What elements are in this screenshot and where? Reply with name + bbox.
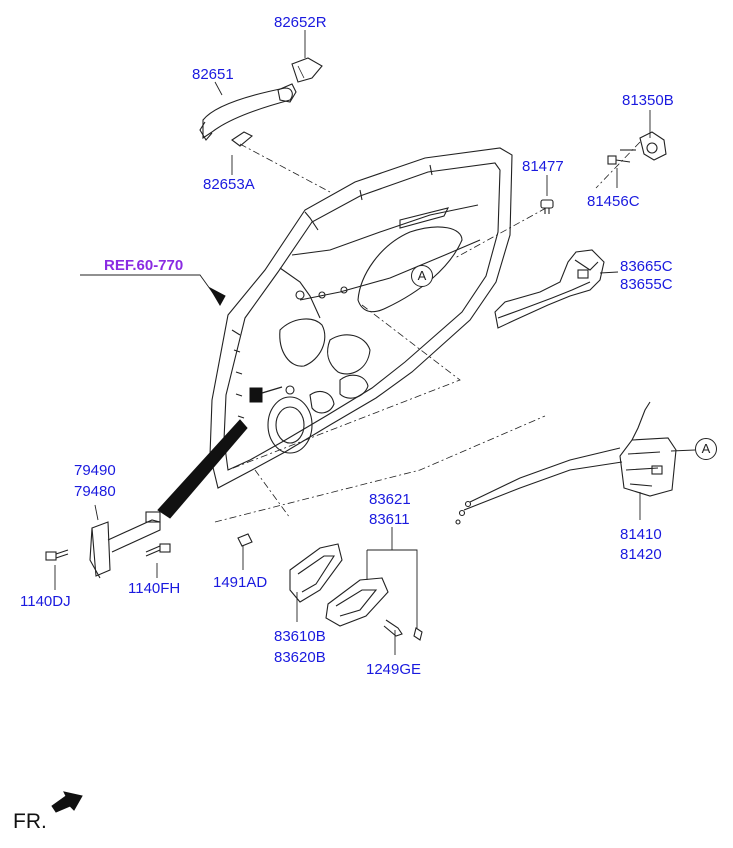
label-83655C[interactable]: 83655C [620,276,673,293]
door-panel [209,147,513,489]
part-81477 [540,199,554,214]
label-82652R[interactable]: 82652R [274,14,327,31]
label-1491AD[interactable]: 1491AD [213,574,268,591]
pad-82653A [231,131,253,147]
callout-a-door: A [411,265,433,287]
label-81456C[interactable]: 81456C [587,193,640,210]
label-82651[interactable]: 82651 [192,66,234,83]
label-81350B[interactable]: 81350B [622,92,674,109]
label-83610B[interactable]: 83610B [274,628,326,645]
bolt-1140DJ [45,549,69,561]
label-81420[interactable]: 81420 [620,546,662,563]
leader-lines [54,30,696,655]
label-82653A[interactable]: 82653A [203,176,255,193]
door-checker-79490 [89,511,161,579]
door-latch-81410 [455,401,677,525]
label-ref-60-770[interactable]: REF.60-770 [104,257,184,274]
handle-bezel-83621 [325,577,389,627]
label-79480[interactable]: 79480 [74,483,116,500]
door-check-detail [157,386,283,519]
handle-frame-83665C [494,249,605,329]
label-79490[interactable]: 79490 [74,462,116,479]
label-1140FH[interactable]: 1140FH [128,580,181,597]
part-81350B [620,131,667,161]
ref-arrow [208,286,226,307]
label-1140DJ[interactable]: 1140DJ [20,593,71,610]
inside-handle-83610B [289,543,343,603]
cover-82652R [291,57,323,83]
callout-a-latch: A [695,438,717,460]
screw-81456C [607,155,631,165]
front-direction-arrow [51,791,83,813]
clip-1491AD [237,533,253,547]
front-direction-label: FR. [13,810,47,833]
screw-1249GE [383,619,423,641]
bolt-1140FH [145,543,171,557]
guide-lines [214,141,641,523]
outside-handle-82651 [199,83,297,141]
label-83621[interactable]: 83621 [369,491,411,508]
label-83611[interactable]: 83611 [369,511,410,528]
label-1249GE[interactable]: 1249GE [366,661,422,678]
label-81477[interactable]: 81477 [522,158,564,175]
label-81410[interactable]: 81410 [620,526,662,543]
label-83665C[interactable]: 83665C [620,258,673,275]
label-83620B[interactable]: 83620B [274,649,326,666]
